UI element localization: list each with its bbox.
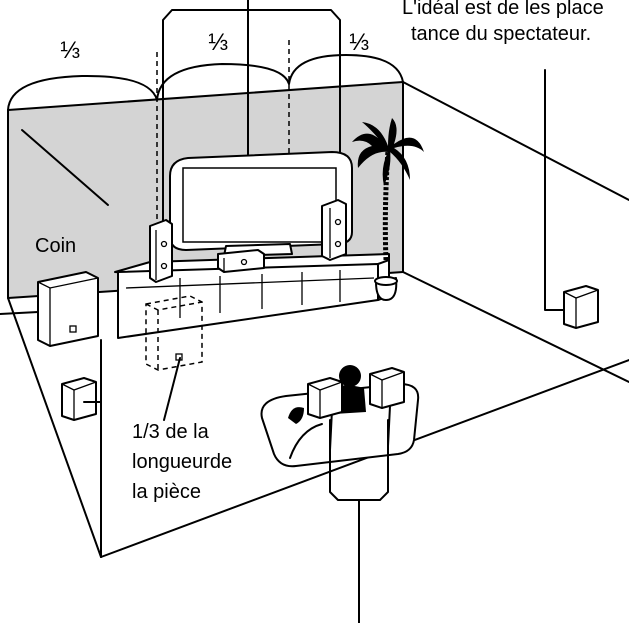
front-left-speaker	[149, 219, 173, 283]
third-bracket-1	[7, 74, 158, 111]
third-fraction-middle: ⅓	[208, 29, 228, 56]
front-right-speaker	[321, 199, 347, 261]
third-length-label-3: la pièce	[132, 481, 201, 503]
surround-callout-bracket	[329, 419, 389, 623]
callout-frame-top	[162, 9, 341, 249]
third-bracket-3	[288, 54, 404, 85]
third-length-label-1: 1/3 de la	[132, 421, 210, 443]
corner-label: Coin	[35, 235, 76, 257]
television	[169, 151, 353, 257]
wall-diagonal-stroke	[21, 129, 109, 206]
subwoofer-leader	[0, 311, 39, 315]
center-speaker	[217, 249, 265, 273]
rear-right-speaker	[563, 285, 599, 329]
room-floor-right-edge	[402, 271, 629, 383]
third-length-leader	[163, 357, 181, 421]
tv-screen	[182, 167, 337, 243]
third-fraction-right: ⅓	[349, 29, 369, 56]
rear-right-leader	[544, 69, 567, 311]
rear-left-speaker	[61, 377, 97, 421]
room-back-top-edge	[7, 81, 404, 111]
thirds-brackets: ⅓ ⅓ ⅓	[7, 29, 404, 232]
third-length-label-2: longueurde	[132, 451, 232, 473]
cabinet-shelf-line	[125, 277, 375, 289]
surround-right-speaker	[369, 367, 405, 409]
top-right-note-line2: tance du spectateur.	[411, 23, 591, 45]
surround-left-speaker	[307, 377, 343, 419]
palm-plant-icon	[352, 118, 424, 301]
third-fraction-left: ⅓	[60, 37, 80, 64]
top-right-note-line1: L'idéal est de les place	[402, 0, 604, 19]
corner-subwoofer	[37, 271, 99, 347]
room-ceiling-right-edge	[402, 81, 629, 201]
